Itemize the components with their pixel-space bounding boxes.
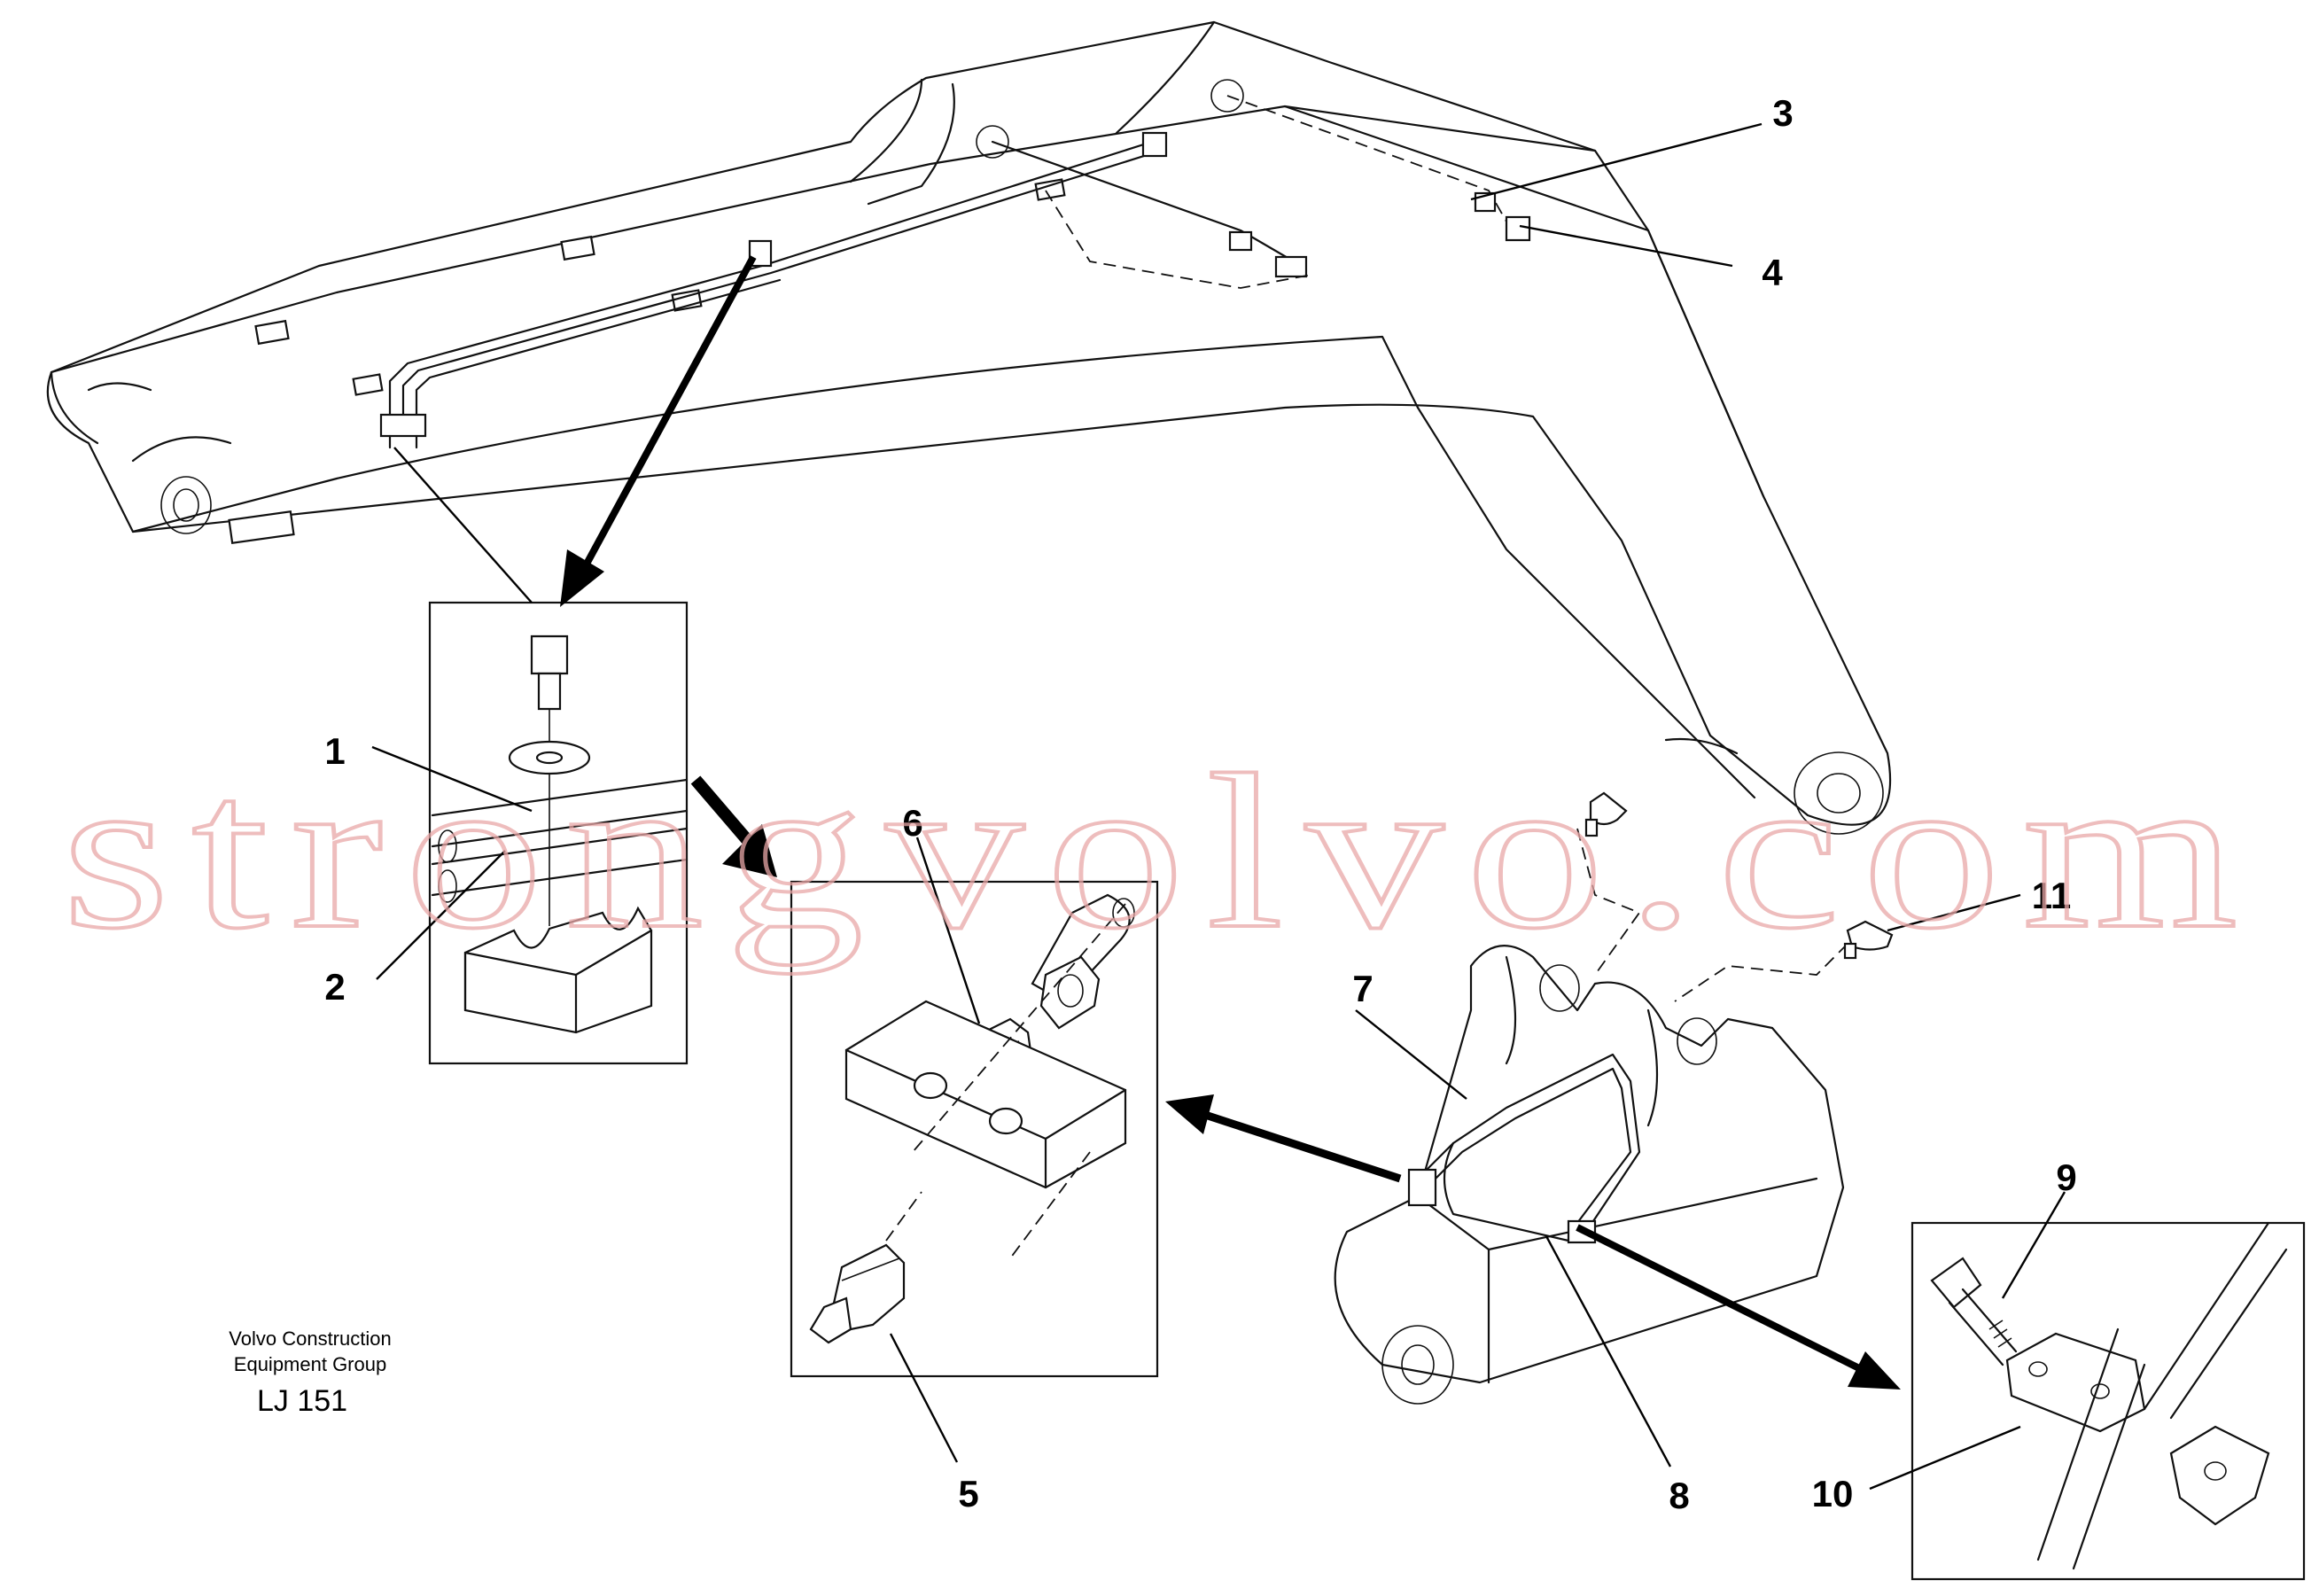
credit-line-1: Volvo Construction [229,1327,391,1350]
callout-8: 8 [1669,1475,1689,1516]
fitting-detail-inset [790,880,1159,1378]
bracket-detail-inset [1910,1221,2306,1581]
credit-line-2: Equipment Group [234,1353,386,1375]
boom-drawing [46,20,1892,835]
arm-end-drawing [1334,791,1894,1405]
callout-1: 1 [324,730,345,772]
drawing-code: LJ 151 [257,1384,347,1418]
callout-6: 6 [902,802,922,844]
leader-lines [371,122,2066,1491]
callout-9: 9 [2056,1156,2076,1198]
callout-3: 3 [1772,92,1793,134]
watermark: strongvolvo.com [62,729,2260,975]
callout-7: 7 [1352,968,1373,1009]
detail-arrows [560,255,1901,1390]
callout-4: 4 [1762,252,1783,293]
clamp-detail-inset [428,601,689,1065]
drawing-credit: Volvo Construction Equipment Group LJ 15… [229,1327,391,1418]
callout-10: 10 [1812,1473,1854,1514]
callout-5: 5 [958,1473,978,1514]
callout-labels: 1 2 3 4 5 6 7 8 9 10 11 [324,92,2076,1516]
callout-11: 11 [2032,875,2071,916]
callout-2: 2 [324,966,345,1008]
